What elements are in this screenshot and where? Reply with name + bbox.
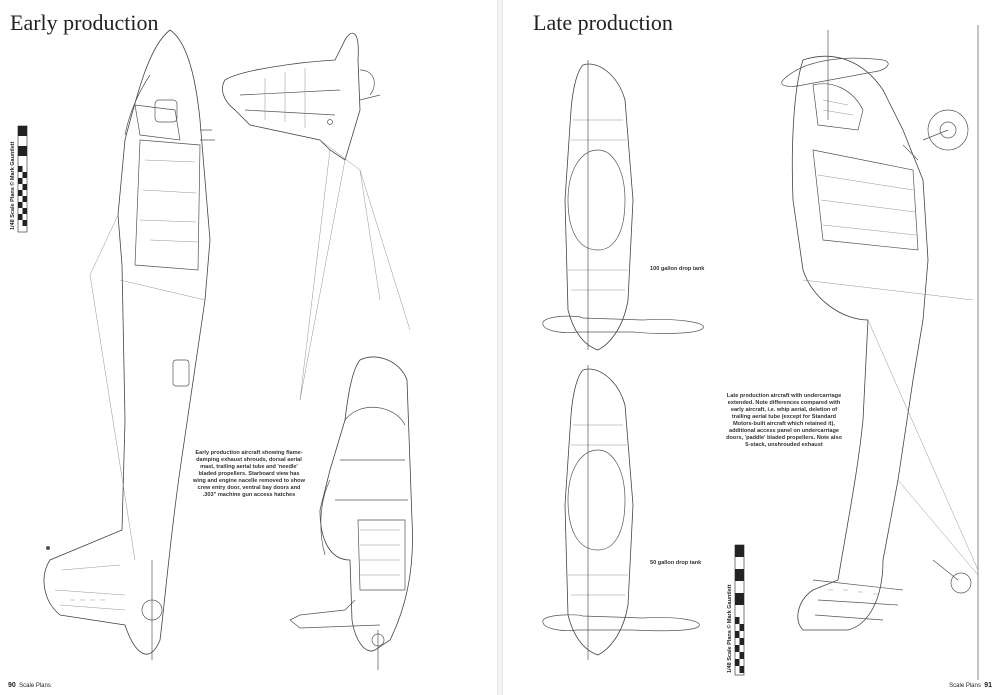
right-page: Late production 100 gallon drop tank 50 … — [503, 0, 1000, 695]
folio-left: 90 Scale Plans — [8, 682, 51, 689]
scale-bar: 1/48 Scale Plans © Mark Gauntlett — [10, 125, 28, 233]
scale-bar: 1/48 Scale Plans © Mark Gauntlett — [727, 544, 745, 676]
late-caption: Late production aircraft with undercarri… — [726, 393, 842, 448]
left-page: Early production 1/48 Scale Plans © Mark… — [0, 0, 497, 695]
early-caption: Early production aircraft showing flame-… — [193, 450, 305, 498]
section-name: Scale Plans — [949, 683, 981, 689]
late-aircraft-drawings — [542, 25, 979, 680]
tank-label-100: 100 gallon drop tank — [650, 266, 705, 272]
early-aircraft-drawings — [43, 29, 413, 670]
folio-right: Scale Plans 91 — [949, 682, 992, 689]
page-number: 91 — [984, 682, 992, 689]
page-number: 90 — [8, 682, 16, 689]
page-title: Early production — [10, 10, 159, 35]
page-gutter — [497, 0, 503, 695]
section-name: Scale Plans — [19, 683, 51, 689]
page-title: Late production — [533, 10, 673, 35]
tank-label-50: 50 gallon drop tank — [650, 560, 702, 566]
scale-checker — [734, 544, 745, 676]
scale-checker — [17, 125, 28, 233]
